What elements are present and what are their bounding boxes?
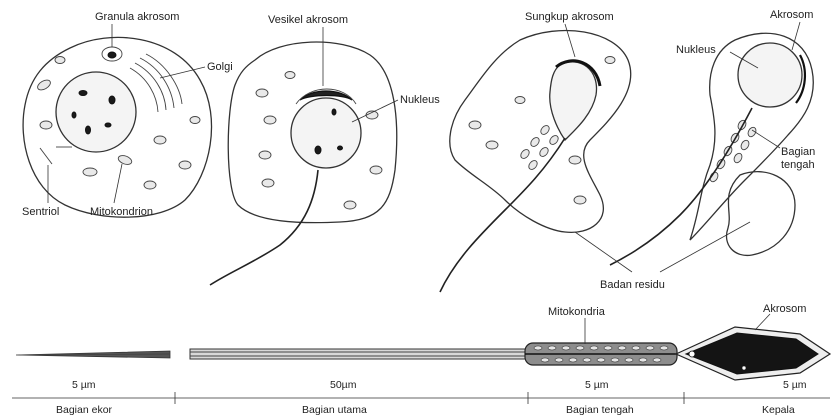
segment-kepala: Kepala	[762, 404, 795, 416]
label-sentriol: Sentriol	[22, 206, 59, 218]
scale-kepala: 5 µm	[783, 379, 807, 391]
segment-scale: 5 µm 50µm 5 µm 5 µm Bagian ekor Bagian u…	[12, 379, 830, 416]
stage-4-nucleus	[738, 43, 802, 107]
stage-4-flagellum	[610, 108, 752, 265]
stage-1-centrioles	[40, 147, 72, 164]
segment-bagian-tengah: Bagian tengah	[566, 404, 634, 416]
sperm-principal-piece	[190, 349, 525, 359]
stage-4-residual-body	[727, 172, 795, 256]
stage-2-flagellum	[210, 170, 318, 285]
label-akrosom-stage-4: Akrosom	[770, 9, 813, 21]
scale-tengah: 5 µm	[585, 379, 609, 391]
label-bagian-tengah-line-1: Bagian	[781, 146, 815, 158]
sperm-centriole	[689, 351, 695, 357]
label-golgi: Golgi	[207, 61, 233, 73]
stage-3-nucleus	[550, 62, 597, 140]
label-mitokondrion: Mitokondrion	[90, 206, 153, 218]
stage-1-spermatid: Granula akrosom Golgi Sentriol Mitokondr…	[22, 11, 233, 218]
scale-ekor: 5 µm	[72, 379, 96, 391]
stage-3-cell-membrane	[450, 30, 631, 232]
stage-3-spermatid: Sungkup akrosom	[440, 11, 631, 292]
stage-2-nucleus	[291, 98, 361, 168]
label-sungkup-akrosom: Sungkup akrosom	[525, 11, 614, 23]
label-granula-akrosom: Granula akrosom	[95, 11, 179, 23]
stage-3-flagellum	[440, 138, 565, 292]
stage-4-spermatozoon: Akrosom Nukleus Bagian tengah Badan resi…	[575, 9, 818, 291]
label-vesikel-akrosom: Vesikel akrosom	[268, 14, 348, 26]
mature-sperm: Mitokondria Akrosom	[16, 303, 830, 380]
stage-1-nucleus	[56, 72, 136, 152]
stage-2-spermatid: Vesikel akrosom Nukleus	[210, 14, 440, 285]
segment-bagian-utama: Bagian utama	[302, 404, 367, 416]
segment-bagian-ekor: Bagian ekor	[56, 404, 113, 416]
scale-utama: 50µm	[330, 379, 357, 391]
label-nukleus-stage-4: Nukleus	[676, 44, 716, 56]
stage-1-golgi	[130, 54, 182, 112]
stage-1-acrosomal-granule	[108, 52, 116, 58]
label-bagian-tengah-line-2: tengah	[781, 159, 815, 171]
stage-4-midpiece-mitochondria	[708, 119, 757, 183]
stage-3-midpiece-mitochondria	[519, 124, 560, 171]
label-nukleus-stage-2: Nukleus	[400, 94, 440, 106]
label-bagian-tengah-stage-4: Bagian tengah	[781, 146, 818, 171]
label-badan-residu: Badan residu	[600, 279, 665, 291]
label-mitokondria: Mitokondria	[548, 306, 606, 318]
label-akrosom-mature: Akrosom	[763, 303, 806, 315]
